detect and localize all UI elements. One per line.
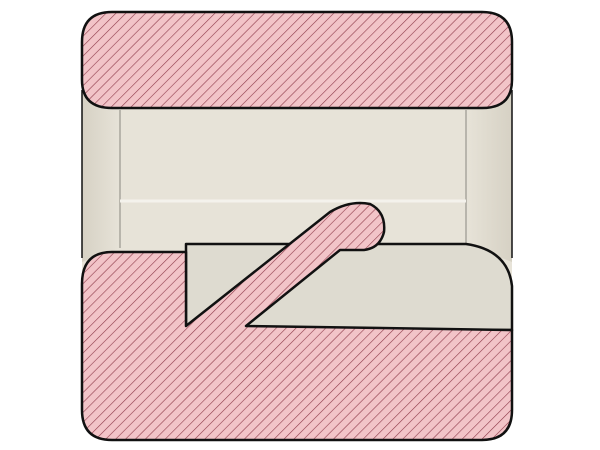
right-inner-curvature xyxy=(466,84,512,262)
top-section-bar xyxy=(80,10,514,110)
left-inner-curvature xyxy=(82,84,120,262)
bottom-section-with-hook xyxy=(80,201,514,442)
